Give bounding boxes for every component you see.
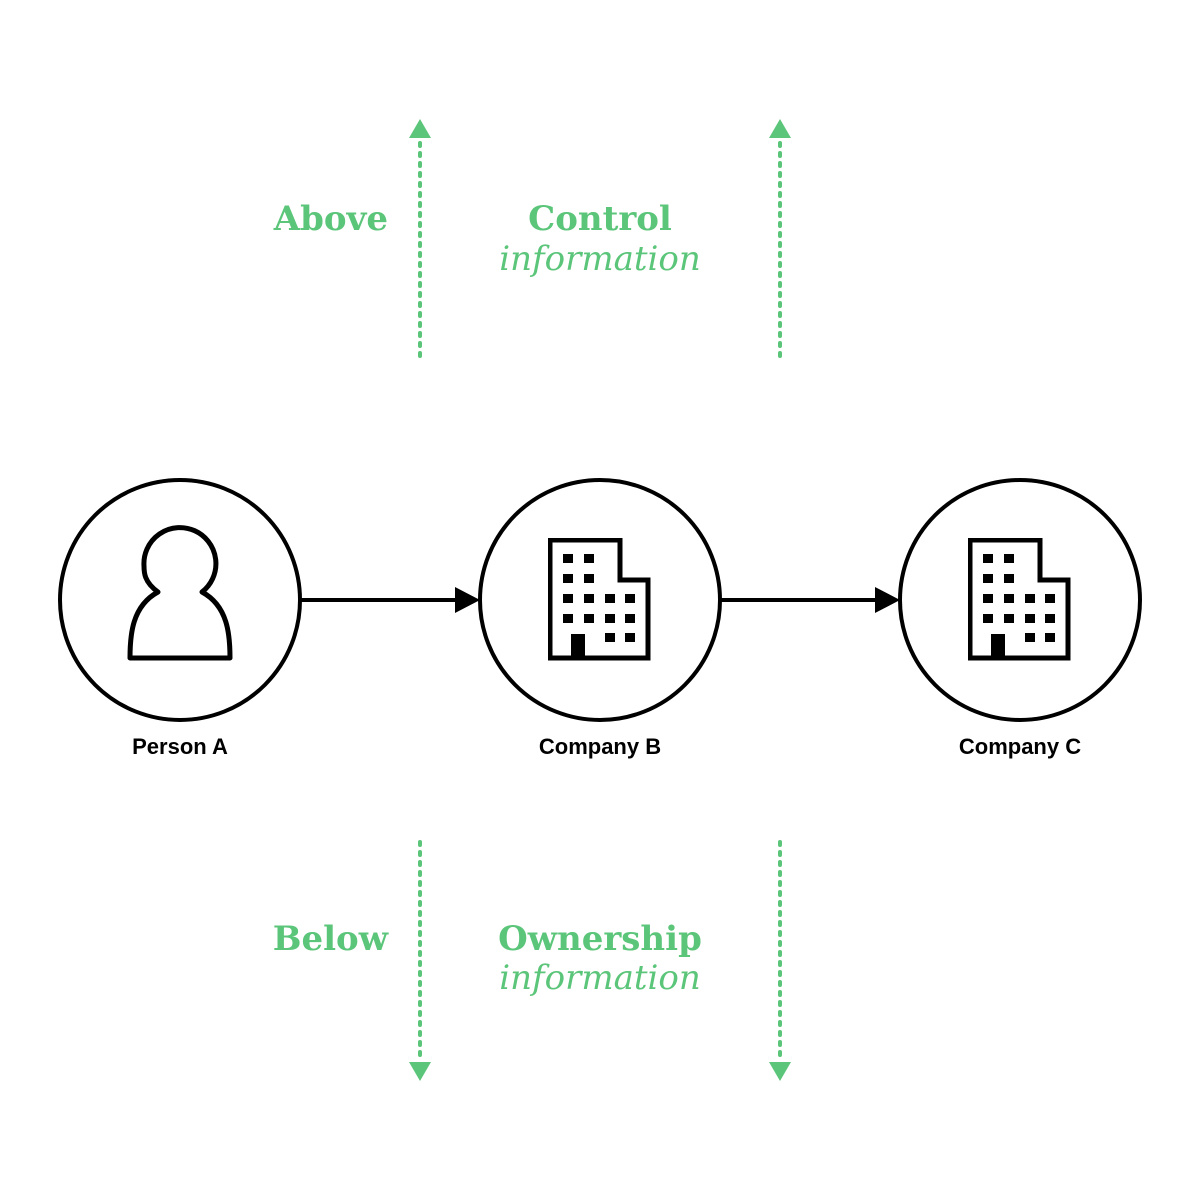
arrow-down-icon	[409, 1062, 431, 1081]
arrow-up-icon	[409, 119, 431, 138]
arrow-down-icon	[769, 1062, 791, 1081]
down-arrow-right	[769, 840, 791, 1081]
control-title: Control	[528, 199, 672, 239]
node-company-c: Company C	[898, 478, 1142, 759]
node-label-person-a: Person A	[132, 734, 228, 759]
down-arrow-left	[409, 840, 431, 1081]
arrow-right-icon	[875, 587, 900, 613]
ownership-title: Ownership	[498, 919, 702, 959]
arrow-right-icon	[455, 587, 480, 613]
connector-b-c	[720, 587, 900, 613]
below-label: Below	[273, 919, 389, 959]
node-label-company-b: Company B	[539, 734, 661, 759]
control-subtitle: information	[499, 239, 701, 279]
person-icon	[127, 525, 233, 661]
arrow-up-icon	[769, 119, 791, 138]
ownership-subtitle: information	[499, 958, 701, 998]
node-person-a: Person A	[58, 478, 302, 759]
up-arrow-right	[769, 119, 791, 358]
up-arrow-left	[409, 119, 431, 358]
above-label: Above	[273, 199, 388, 239]
connector-a-b	[300, 587, 480, 613]
node-company-b: Company B	[478, 478, 722, 759]
node-label-company-c: Company C	[959, 734, 1081, 759]
